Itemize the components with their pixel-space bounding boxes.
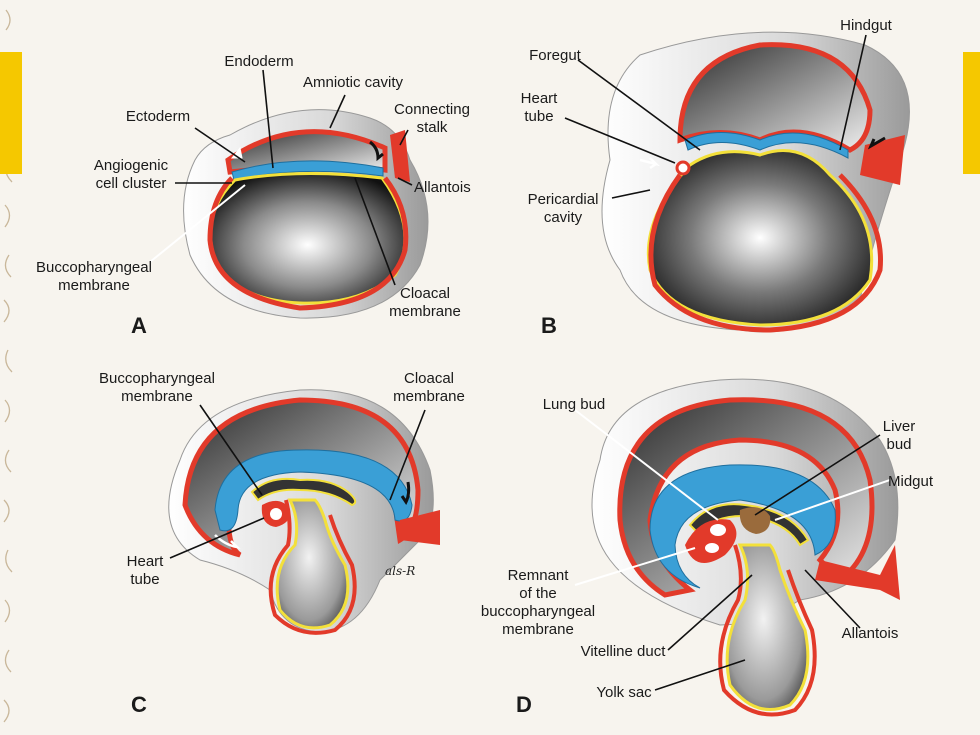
leader-liver-bud-d [754,434,881,516]
label-connecting-a-1: Connecting [394,101,470,118]
leader-stalk-a [399,129,409,146]
yolk-outline-c [268,499,357,635]
label-buccopharyngeal-c-1: Buccopharyngeal [99,370,215,387]
arrow-c2 [400,481,411,505]
label-pericardial-b-1: Pericardial [528,191,599,208]
left-accent-bar [0,52,22,174]
panel-a: Endoderm Amniotic cavity Ectoderm Connec… [36,53,471,338]
endoderm-layer-b [684,132,849,159]
yolk-sac-d [725,543,810,711]
label-foregut-b: Foregut [529,47,582,64]
panel-letter-d: D [516,692,532,717]
illustrator-signature: als-R [385,564,415,578]
panel-letter-b: B [541,313,557,338]
gut-d [688,503,810,547]
label-heart-tube-c-1: Heart [127,553,165,570]
label-cloacal-c-1: Cloacal [404,370,454,387]
panel-c: Buccopharyngeal membrane Cloacal membran… [99,370,465,717]
arrow-b2 [867,136,886,150]
connecting-stalk-a [390,130,410,182]
label-connecting-a-2: stalk [417,119,448,136]
label-midgut-d: Midgut [888,473,934,490]
leader-allantois-a [397,177,413,186]
gut-c [250,477,357,507]
connecting-stalk-c [400,510,440,545]
label-liver-bud-d-1: Liver [883,418,916,435]
label-lung-bud-d: Lung bud [543,396,606,413]
heart-lumen-d1 [710,524,726,536]
ectoderm-outline-b [648,173,883,333]
right-accent-bar [963,52,980,174]
leader-yolk-sac-d [654,659,746,691]
label-cloacal-c-2: membrane [393,388,465,405]
label-allantois-d: Allantois [842,625,899,642]
heart-lumen-d2 [705,543,719,553]
liver-bud-d [739,507,771,534]
label-angiogenic-a-1: Angiogenic [94,157,169,174]
label-ectoderm-a: Ectoderm [126,108,190,125]
arrow-a2 [369,140,384,162]
label-remnant-d-1: Remnant [508,567,570,584]
panel-letter-a: A [131,313,147,338]
heart-lumen-c [270,508,282,520]
leader-midgut-d [774,479,891,521]
label-buccopharyngeal-a-2: membrane [58,277,130,294]
panel-d: Lung bud Liver bud Midgut Remnant of the… [481,378,934,717]
leader-pericardial-b [611,189,651,199]
leader-remnant-d [574,547,696,586]
label-heart-tube-c-2: tube [130,571,159,588]
leader-cloacal-c [389,409,426,501]
arrow-c1 [214,534,241,549]
ectoderm-outline-a [207,176,409,311]
yolk-stalk-c [275,498,350,630]
label-remnant-d-2: of the [519,585,557,602]
label-remnant-d-4: membrane [502,621,574,638]
leader-lung-bud-d [574,409,719,521]
label-remnant-d-3: buccopharyngeal [481,603,595,620]
label-yolk-sac-d: Yolk sac [596,684,652,701]
leader-amniotic-a [329,94,346,129]
leader-buccopharyngeal-a [149,184,246,263]
endoderm-layer-d [649,464,836,589]
label-cloacal-a-2: membrane [389,303,461,320]
panel-letter-c: C [131,692,147,717]
leader-heart-tube-c [169,517,265,559]
connecting-stalk-d [815,545,900,600]
label-endoderm-a: Endoderm [224,53,293,70]
panel-b: Hindgut Foregut Heart tube Pericardial c… [521,17,910,338]
label-heart-tube-b-1: Heart [521,90,559,107]
leader-buccopharyngeal-c [199,404,263,496]
label-cloacal-a-1: Cloacal [400,285,450,302]
label-amniotic-cavity-a: Amniotic cavity [303,74,404,91]
label-heart-tube-b-2: tube [524,108,553,125]
label-hindgut-b: Hindgut [840,17,893,34]
endoderm-layer-c [214,449,413,532]
label-allantois-a: Allantois [414,179,471,196]
leader-endoderm-a [262,69,274,169]
yolk-outline-d [718,544,817,717]
leader-vitelline-d [667,574,753,651]
leader-foregut-b [577,59,701,151]
label-buccopharyngeal-c-2: membrane [121,388,193,405]
label-liver-bud-d-2: bud [886,436,911,453]
yolk-sac-a [209,171,407,305]
leader-heart-tube-b [564,117,676,164]
label-vitelline-duct-d: Vitelline duct [581,643,667,660]
leader-ectoderm-a [194,127,246,163]
heart-tube-b [675,160,691,176]
label-pericardial-b-2: cavity [544,209,583,226]
leader-allantois-d [804,569,861,629]
leader-hindgut-b [839,34,867,151]
label-angiogenic-a-2: cell cluster [96,175,167,192]
label-buccopharyngeal-a-1: Buccopharyngeal [36,259,152,276]
leader-cloacal-a [354,177,396,286]
arrow-b1 [639,157,661,170]
